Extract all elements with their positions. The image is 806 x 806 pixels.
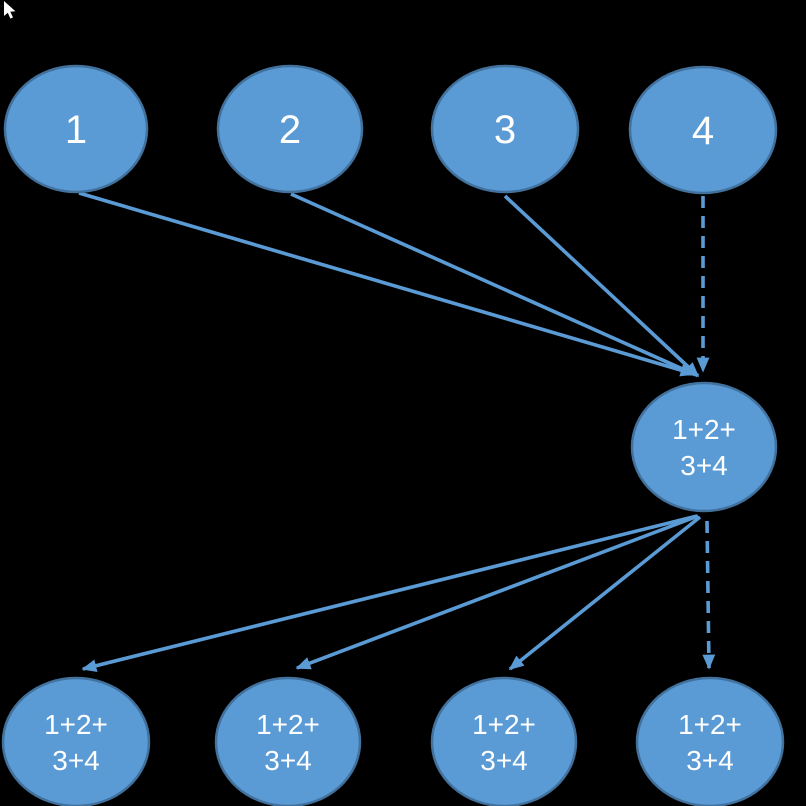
cursor-pointer-icon (4, 1, 16, 19)
node-sum-2-shape (214, 676, 362, 806)
node-sum-center-label: 1+2+3+4 (672, 414, 736, 481)
cursor-layer (4, 1, 16, 19)
edge-node-sum-center-to-node-sum-1 (81, 514, 698, 672)
node-sum-4-label: 1+2+3+4 (678, 709, 742, 776)
node-sum-2-label: 1+2+3+4 (256, 709, 320, 776)
node-sum-3-label: 1+2+3+4 (472, 709, 536, 776)
node-3-label: 3 (494, 108, 516, 152)
node-sum-1-shape (1, 676, 151, 806)
node-sum-1: 1+2+3+4 (1, 676, 151, 806)
node-sum-4-shape (635, 676, 785, 806)
node-1: 1 (3, 64, 149, 194)
node-2-label: 2 (279, 108, 301, 152)
node-4: 4 (628, 65, 778, 195)
node-sum-3-shape (430, 676, 578, 806)
node-sum-4: 1+2+3+4 (635, 676, 785, 806)
node-1-shape (3, 64, 149, 194)
edge-node-3-to-node-sum-center (503, 194, 700, 378)
nodes-layer: 1 2 3 4 1+2+3+4 1+2+3+4 1+2+3+4 1+2+3+4 1+2+3+4 (1, 64, 785, 806)
node-4-shape (628, 65, 778, 195)
node-2: 2 (216, 64, 364, 194)
edge-node-sum-center-to-node-sum-3 (508, 515, 702, 671)
edge-node-2-to-node-sum-center (290, 192, 698, 377)
edge-node-1-to-node-sum-center (78, 191, 696, 377)
node-sum-center-shape (630, 381, 778, 513)
edges-layer (78, 191, 716, 672)
edge-node-sum-center-to-node-sum-2 (295, 514, 699, 670)
node-3-shape (430, 64, 580, 194)
node-sum-2: 1+2+3+4 (214, 676, 362, 806)
node-sum-1-label: 1+2+3+4 (44, 709, 108, 776)
node-3: 3 (430, 64, 580, 194)
node-sum-3: 1+2+3+4 (430, 676, 578, 806)
node-sum-center: 1+2+3+4 (630, 381, 778, 513)
node-2-shape (216, 64, 364, 194)
edge-node-sum-center-to-node-sum-4 (702, 520, 716, 670)
node-4-label: 4 (692, 109, 714, 153)
node-1-label: 1 (65, 108, 87, 152)
